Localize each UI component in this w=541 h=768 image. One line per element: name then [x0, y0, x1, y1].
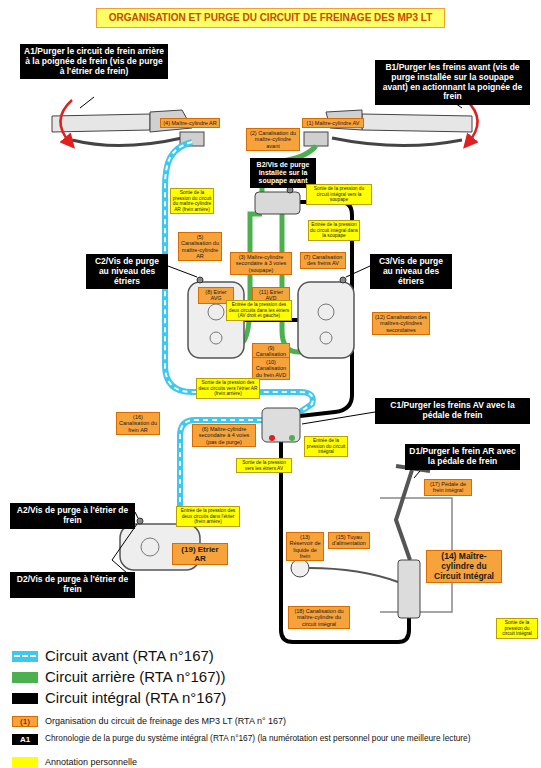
callout-label: (3) Maître-cylindre secondaire à 3 voies…: [230, 252, 292, 275]
note-box: Entrée de la pression des deux circuits …: [226, 300, 292, 321]
box-text: Entrée de la pression des deux circuits …: [228, 302, 290, 319]
legend-swatch: [12, 693, 38, 704]
swatch-label: (1): [12, 716, 38, 727]
box-text: (4) Maître-cylindre AR: [163, 120, 217, 126]
note-box: Sortie de la pression du circuit intégra…: [306, 184, 372, 205]
step-box: B1/Purger les freins avant (vis de purge…: [375, 60, 530, 105]
box-text: (16) Canalisation du frein AR: [119, 414, 157, 433]
box-text: (5) Canalisation du maître-cylindre AR: [181, 234, 219, 259]
callout-label: (12) Canalisation des maîtres-cylindres …: [372, 312, 430, 335]
legend-swatch: [12, 651, 38, 662]
callout-label: (16) Canalisation du frein AR: [116, 412, 160, 435]
box-text: (12) Canalisation des maîtres-cylindres …: [375, 314, 427, 333]
legend-swatch: [12, 672, 38, 683]
callout-label: (10) Canalisation du frein AVD: [252, 357, 290, 380]
box-text: (19) Etrier AR: [175, 545, 225, 563]
box-text: (13) Réservoir de liquide de frein: [289, 534, 321, 559]
box-text: Entrée de la pression du circuit intégra…: [310, 222, 358, 239]
callout-label: (17) Pédale de frein intégral: [424, 479, 472, 496]
swatch-label: A1: [12, 734, 38, 745]
callout-label: (14) Maître-cylindre du Circuit Intégral: [426, 550, 502, 583]
callout-label: (4) Maître-cylindre AR: [160, 118, 220, 128]
box-text: Sortie de la pression du circuit intégra…: [308, 186, 370, 203]
box-text: (7) Canalisation des freins AV: [303, 254, 343, 267]
callout-label: (13) Réservoir de liquide de frein: [286, 532, 324, 561]
note-box: Sortie de la pression des deux circuits …: [196, 378, 260, 399]
legend-text: Annotation personnelle: [45, 757, 537, 767]
note-box: Entrée de la pression du circuit intégra…: [304, 436, 348, 457]
box-text: D2/Vis de purge à l'étrier de frein: [14, 575, 131, 595]
box-text: C1/Purger les freins AV avec la pédale d…: [379, 401, 526, 421]
box-text: (10) Canalisation du frein AVD: [255, 359, 287, 378]
box-text: (17) Pédale de frein intégral: [427, 481, 469, 494]
step-box: C3/Vis de purge au niveau des étriers: [370, 254, 452, 289]
callout-label: (18) Canalisation du maître-cylindre du …: [288, 606, 350, 629]
box-text: (14) Maître-cylindre du Circuit Intégral: [429, 552, 499, 581]
box-text: (6) Maître-cylindre secondaire à 4 voies…: [195, 426, 253, 445]
callout-label: (1) Maître-cylindre AV: [302, 118, 364, 128]
box-text: Sortie de la pression du circuit du maît…: [172, 190, 212, 212]
title-banner: ORGANISATION ET PURGE DU CIRCUIT DE FREI…: [96, 8, 445, 28]
note-box: Sortie de la pression du circuit du maît…: [170, 188, 214, 214]
box-text: B2/Vis de purge installée sur la soupape…: [254, 161, 312, 185]
box-text: A2/Vis de purge à l'étrier de frein: [14, 506, 131, 526]
callout-label: (15) Tuyau d'alimentation: [328, 532, 370, 549]
step-box: A1/Purger le circuit de frein arrière à …: [20, 44, 168, 79]
box-text: Entrée de la pression des deux circuits …: [178, 508, 238, 525]
callout-label: (19) Etrier AR: [172, 543, 228, 565]
box-text: (1) Maître-cylindre AV: [305, 120, 361, 126]
box-text: C2/Vis de purge au niveau des étriers: [90, 257, 164, 286]
step-box: C2/Vis de purge au niveau des étriers: [86, 254, 168, 289]
legend-text: Chronologie de la purge du système intég…: [45, 734, 537, 744]
legend-text: Circuit arrière (RTA n°167)): [45, 668, 537, 685]
step-box: A2/Vis de purge à l'étrier de frein: [10, 503, 135, 529]
box-text: Sortie de la pression des deux circuits …: [198, 380, 258, 397]
callout-label: (2) Canalisation du maître-cylindre avan…: [246, 128, 300, 151]
note-box: Entrée de la pression des deux circuits …: [176, 506, 240, 527]
box-text: (3) Maître-cylindre secondaire à 3 voies…: [233, 254, 289, 273]
legend-text: Organisation du circuit de freinage des …: [45, 716, 537, 726]
legend-text: Circuit avant (RTA n°167): [45, 647, 537, 664]
step-box: D1/Purger le frein AR avec la pédale de …: [405, 444, 520, 470]
box-text: D1/Purger le frein AR avec la pédale de …: [409, 447, 516, 467]
box-text: Entrée de la pression du circuit intégra…: [306, 438, 346, 455]
box-text: Sortie de la pression vers les étriers A…: [238, 460, 290, 471]
box-text: A1/Purger le circuit de frein arrière à …: [24, 47, 164, 76]
box-text: (2) Canalisation du maître-cylindre avan…: [249, 130, 297, 149]
box-text: (18) Canalisation du maître-cylindre du …: [291, 608, 347, 627]
box-text: B1/Purger les freins avant (vis de purge…: [379, 63, 526, 102]
callout-label: (6) Maître-cylindre secondaire à 4 voies…: [192, 424, 256, 447]
note-box: Sortie de la pression du circuit intégra…: [496, 618, 538, 639]
box-text: (15) Tuyau d'alimentation: [331, 534, 367, 547]
step-box: C1/Purger les freins AV avec la pédale d…: [375, 398, 530, 424]
legend-text: Circuit intégral (RTA n°167): [45, 689, 537, 706]
note-box: Entrée de la pression du circuit intégra…: [308, 220, 360, 241]
box-text: C3/Vis de purge au niveau des étriers: [374, 257, 448, 286]
legend-swatch: [12, 757, 38, 768]
note-box: Sortie de la pression vers les étriers A…: [236, 458, 292, 473]
box-text: Sortie de la pression du circuit intégra…: [498, 620, 536, 637]
swatch-dash: [14, 655, 36, 657]
step-box: D2/Vis de purge à l'étrier de frein: [10, 572, 135, 598]
callout-label: (5) Canalisation du maître-cylindre AR: [178, 232, 222, 261]
callout-label: (7) Canalisation des freins AV: [300, 252, 346, 269]
